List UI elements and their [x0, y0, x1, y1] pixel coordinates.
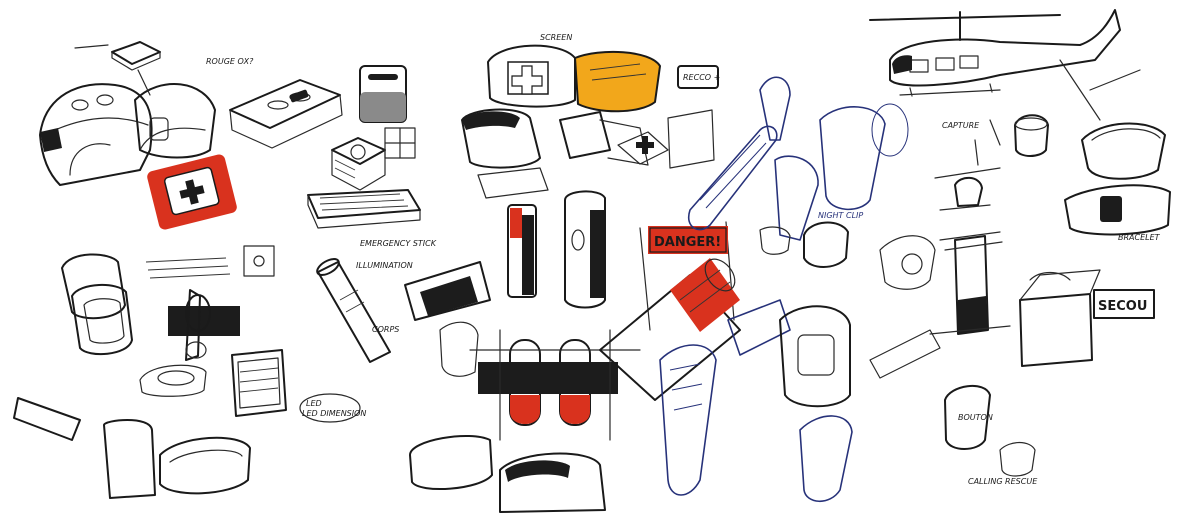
label-led: LED	[306, 399, 322, 408]
led-callout: LED LED DIMENSION	[299, 393, 366, 423]
label-secou: SECOU	[1098, 299, 1147, 314]
secou-sign: SECOU	[1019, 269, 1155, 367]
label-rouge-ox: ROUGE OX?	[206, 57, 254, 66]
helmet-side-sketch	[134, 83, 216, 159]
label-led-dimension: LED DIMENSION	[302, 409, 366, 418]
helicopter-sketch	[869, 9, 1141, 121]
cross-cube-sketch	[331, 127, 416, 191]
label-emergency-stick: EMERGENCY STICK	[360, 239, 437, 248]
tag-device-sketch	[359, 65, 407, 123]
right-lower-devices: BOUTON CALLING RESCUE	[869, 235, 1038, 486]
small-square-top	[74, 41, 161, 96]
label-screen: SCREEN	[540, 33, 572, 42]
capture-scene: CAPTURE	[934, 119, 1001, 211]
right-upper-devices: BRACELET	[1014, 114, 1171, 242]
recco-tag: RECCO +	[677, 65, 720, 89]
label-danger: DANGER!	[654, 235, 721, 250]
red-flashlight	[599, 258, 741, 401]
label-corps: CORPS	[372, 325, 399, 334]
label-bracelet: BRACELET	[1118, 233, 1161, 242]
torch-sketch	[316, 258, 391, 363]
flat-base-sketch	[307, 189, 421, 229]
label-illumination: ILLUMINATION	[356, 261, 413, 270]
remote-device-sketch	[229, 79, 343, 149]
label-night-clip: NIGHT CLIP	[818, 211, 863, 220]
rescue-post	[929, 231, 1011, 335]
red-cross-box	[147, 154, 237, 230]
label-recco: RECCO +	[683, 73, 720, 82]
blue-flashlight-sketches	[687, 76, 909, 241]
watch-face-device	[231, 349, 287, 417]
center-upper-devices	[461, 108, 715, 199]
danger-banner: DANGER!	[639, 221, 735, 331]
lower-left-pieces	[13, 364, 251, 499]
blue-lower-sketches	[659, 221, 853, 503]
helmet-sketch	[39, 83, 153, 186]
label-calling-rescue: CALLING RESCUE	[968, 477, 1038, 486]
label-capture: CAPTURE	[942, 121, 980, 130]
dark-bar-cluster	[168, 289, 240, 361]
center-lower-devices	[404, 261, 606, 513]
emergency-sticks	[507, 190, 606, 309]
red-test-tubes	[469, 329, 641, 441]
goggles-sketch	[487, 44, 661, 113]
pebble-device-stack	[61, 245, 275, 356]
label-bouton: BOUTON	[958, 413, 993, 422]
